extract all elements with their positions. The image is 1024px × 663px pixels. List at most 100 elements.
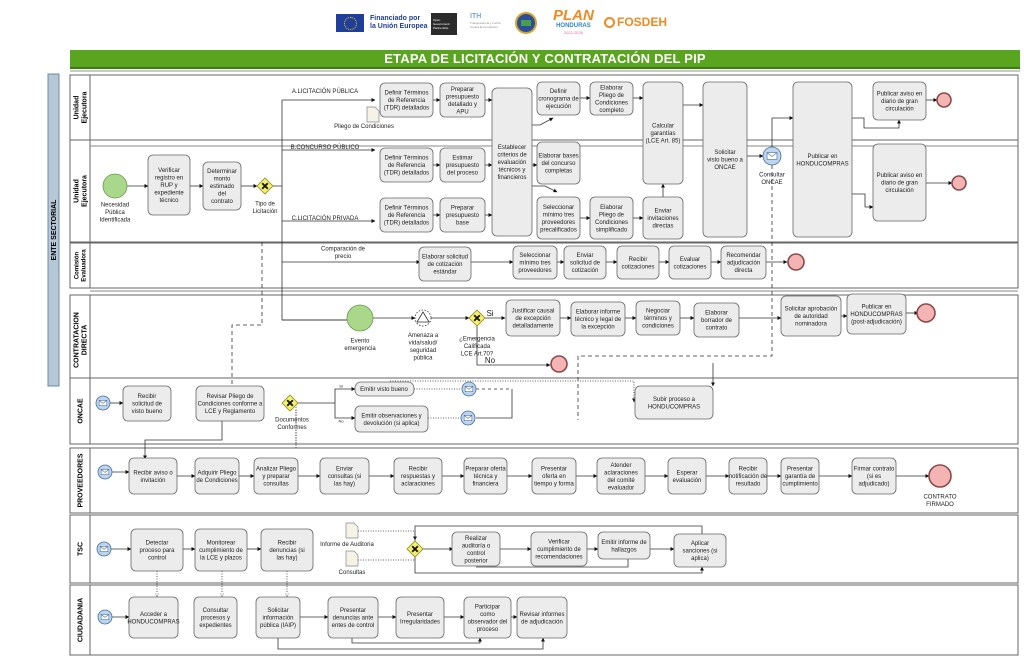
message-event-consultar-oncae[interactable] (762, 146, 782, 166)
artifact-informe-auditoria[interactable] (345, 522, 359, 539)
task-box (780, 295, 842, 337)
message-event-ciu-start[interactable] (97, 609, 113, 625)
end-event-contrato-firmado[interactable] (928, 464, 952, 488)
message-event-tsc-start[interactable] (96, 541, 112, 557)
lane-label: PROVEEDORES (77, 453, 84, 507)
end-event-cd[interactable] (916, 303, 936, 323)
sequence-flow (351, 637, 482, 644)
fosdeh-logo: FOSDEH (604, 15, 667, 29)
end-event-aviso-1[interactable] (936, 92, 952, 108)
gateway-tsc[interactable] (406, 540, 424, 558)
end-event-aviso-2[interactable] (951, 175, 967, 191)
end-event-no[interactable] (550, 355, 568, 373)
lane-label: UnidadEjecutora (73, 175, 88, 207)
sequence-flow (476, 389, 513, 419)
sequence-flow (532, 117, 554, 126)
lane-label: ONCAE (77, 398, 84, 424)
end-event-comision[interactable] (787, 253, 805, 271)
gateway-tipo-licitacion[interactable] (256, 177, 274, 195)
start-event-emergencia[interactable] (346, 304, 374, 332)
document-icon (345, 550, 359, 567)
task-box (122, 385, 172, 422)
message-event-oncae-start[interactable] (95, 395, 111, 411)
gateway-emergencia[interactable] (468, 309, 486, 327)
task-on-emitir-vb[interactable]: Emitir visto bueno (354, 381, 415, 397)
artifact-pliego[interactable] (366, 106, 380, 123)
gateway-documentos[interactable] (281, 394, 299, 412)
message-event-prov-start[interactable] (97, 464, 113, 480)
message-event-obs[interactable] (460, 410, 476, 426)
sequence-flow (334, 403, 356, 420)
start-event-necesidad[interactable] (102, 173, 128, 199)
signal-event-amenaza[interactable] (414, 309, 432, 327)
task-label: Emitir visto bueno (360, 387, 408, 393)
artifact-consultas[interactable] (345, 550, 359, 567)
message-event-vb[interactable] (461, 381, 477, 397)
